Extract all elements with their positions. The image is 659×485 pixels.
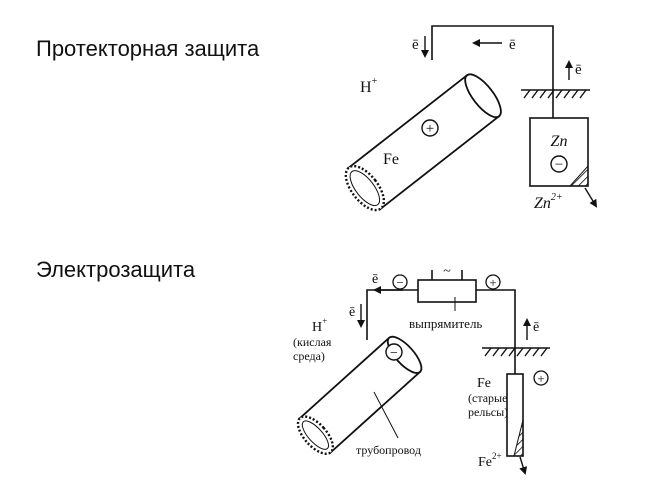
electro-diagram: ē − ~ + выпрямитель ē H+ (кислая среда) … [293, 264, 550, 475]
electron-top-label: ē [372, 272, 378, 287]
electron-arrow-label: ē [509, 37, 516, 53]
pipeline-pointer [373, 391, 399, 439]
zinc-anode [529, 117, 589, 187]
rail-iron-label: Fe [477, 376, 491, 391]
electron-down-label: ē [412, 37, 419, 53]
ground-hatching [482, 347, 550, 357]
title-electro-protection: Электрозащита [36, 257, 196, 282]
protector-wire [431, 25, 554, 90]
iron-ion-arrow [519, 456, 528, 475]
electron-up-label: ē [575, 62, 582, 78]
minus-circle [392, 274, 408, 290]
acid-label-line2: среда) [293, 349, 325, 363]
electron-down-label: ē [349, 305, 355, 320]
zinc-ion: Zn2+ [534, 192, 563, 212]
acid-label-line1: (кислая [293, 335, 332, 349]
plus-terminal: + [489, 275, 496, 290]
old-rails-line2: рельсы) [468, 405, 508, 419]
rail-plus-circle [533, 370, 549, 386]
hydrogen-ion: H+ [360, 76, 378, 96]
hydrogen-ion: H+ [312, 316, 327, 335]
pipe-minus-sign: − [390, 346, 398, 361]
rail-plus-sign: + [537, 371, 544, 386]
rail-corrosion [513, 419, 524, 457]
minus-sign: − [555, 157, 563, 173]
zinc-label: Zn [551, 133, 568, 150]
rectifier-label: выпрямитель [409, 316, 482, 331]
iron-ion: Fe2+ [478, 451, 502, 470]
iron-pipe [344, 73, 502, 212]
plus-circle [485, 274, 501, 290]
plus-sign: + [426, 121, 434, 137]
ac-symbol: ~ [443, 264, 451, 279]
electron-up-label: ē [533, 320, 539, 335]
iron-label: Fe [383, 151, 399, 168]
pipe-minus-circle [385, 343, 403, 361]
title-protector-protection: Протекторная защита [36, 36, 260, 61]
pipeline-label: трубопровод [356, 443, 421, 457]
minus-terminal: − [396, 275, 403, 290]
rectifier-box [417, 279, 477, 303]
minus-circle [550, 155, 568, 173]
ground-hatching [521, 89, 590, 99]
protector-diagram: + Fe H+ ē ē ē Zn [344, 25, 598, 212]
old-rails-line1: (старые [468, 391, 507, 405]
plus-circle [421, 119, 439, 137]
zinc-ion-arrow [584, 187, 598, 208]
zinc-corrosion [568, 164, 589, 187]
